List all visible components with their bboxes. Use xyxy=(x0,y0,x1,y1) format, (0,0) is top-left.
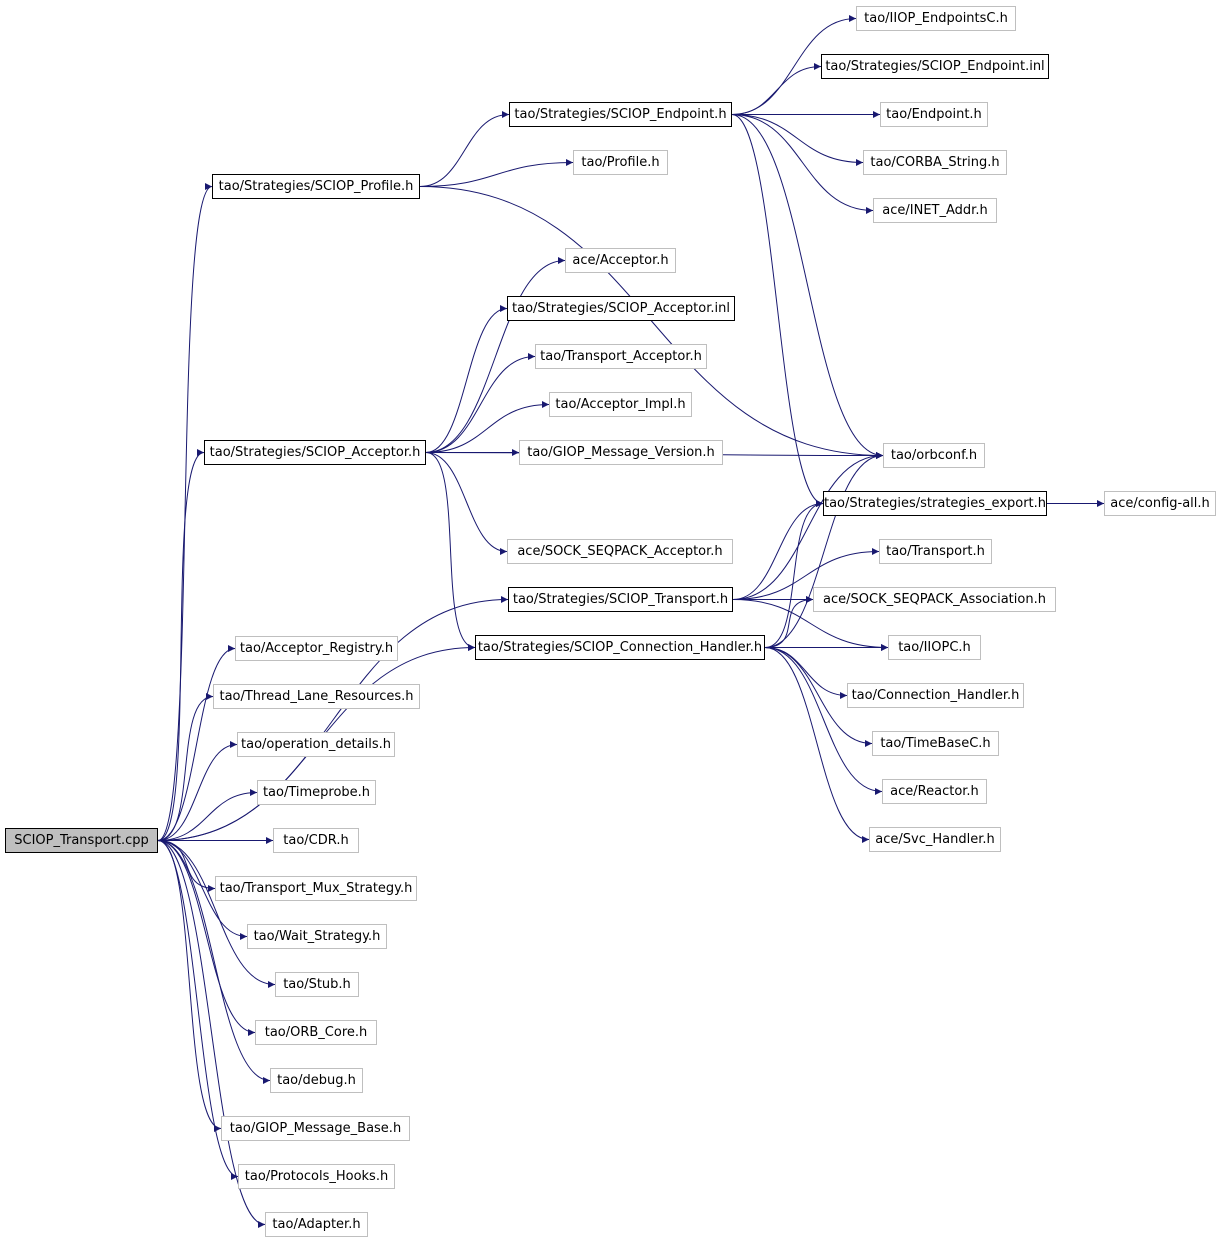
edge-endpoint_h-to-endpoint_inl xyxy=(731,63,822,115)
edge-transport_h-to-iiopc xyxy=(732,599,889,651)
edge-acceptor_h-to-transport_acceptor xyxy=(425,353,536,453)
node-profile-h[interactable]: tao/Profile.h xyxy=(573,150,668,175)
edge-root-to-acc_registry xyxy=(157,645,236,841)
edge-root-to-mux xyxy=(157,840,216,892)
node-stub-h[interactable]: tao/Stub.h xyxy=(275,972,359,997)
edge-root-to-profile_h xyxy=(157,183,213,841)
node-sciop-endpoint-h[interactable]: tao/Strategies/SCIOP_Endpoint.h xyxy=(509,102,732,127)
node-inet-addr-h[interactable]: ace/INET_Addr.h xyxy=(873,198,997,223)
node-sciop-acceptor-h[interactable]: tao/Strategies/SCIOP_Acceptor.h xyxy=(204,440,426,465)
node-sciop-endpoint-inl[interactable]: tao/Strategies/SCIOP_Endpoint.inl xyxy=(821,54,1049,79)
node-debug-h[interactable]: tao/debug.h xyxy=(270,1068,363,1093)
edge-transport_h-to-orbconf xyxy=(732,452,884,600)
node-acceptor-registry-h[interactable]: tao/Acceptor_Registry.h xyxy=(235,636,398,661)
edge-transport_h-to-strategies_export xyxy=(732,500,824,600)
node-ace-acceptor-h[interactable]: ace/Acceptor.h xyxy=(565,248,676,273)
edge-connhandler_h-to-orbconf xyxy=(764,452,884,648)
node-thread-lane-resources-h[interactable]: tao/Thread_Lane_Resources.h xyxy=(213,684,420,709)
edge-root-to-adapter xyxy=(157,840,266,1228)
edge-connhandler_h-to-svc_handler xyxy=(764,647,870,843)
node-endpoint-h[interactable]: tao/Endpoint.h xyxy=(880,102,988,127)
edge-acceptor_h-to-seqpack_acceptor xyxy=(425,452,508,555)
node-operation-details-h[interactable]: tao/operation_details.h xyxy=(237,732,395,757)
node-acceptor-impl-h[interactable]: tao/Acceptor_Impl.h xyxy=(549,392,692,417)
node-protocols-hooks-h[interactable]: tao/Protocols_Hooks.h xyxy=(238,1164,395,1189)
node-sciop-connection-handler-h[interactable]: tao/Strategies/SCIOP_Connection_Handler.… xyxy=(475,635,765,660)
edge-endpoint_h-to-corba_string xyxy=(731,114,864,166)
edge-root-to-acceptor_h xyxy=(157,449,205,841)
node-sock-seqpack-acceptor-h[interactable]: ace/SOCK_SEQPACK_Acceptor.h xyxy=(507,539,733,564)
node-sciop-transport-cpp[interactable]: SCIOP_Transport.cpp xyxy=(5,828,158,853)
edge-root-to-orbcore xyxy=(157,840,256,1036)
edge-root-to-proto_hooks xyxy=(157,840,239,1180)
edge-root-to-giop_base xyxy=(157,840,222,1132)
edge-root-to-timeprobe xyxy=(157,789,258,841)
node-sciop-profile-h[interactable]: tao/Strategies/SCIOP_Profile.h xyxy=(212,174,420,199)
edge-root-to-wait xyxy=(157,840,248,940)
edge-transport_h-to-tao_transport xyxy=(732,548,880,600)
edge-endpoint_h-to-inet_addr xyxy=(731,114,874,214)
node-sciop-transport-h[interactable]: tao/Strategies/SCIOP_Transport.h xyxy=(508,587,733,612)
edge-root-to-stub xyxy=(157,840,276,988)
edge-root-to-op_details xyxy=(157,741,238,841)
edge-connhandler_h-to-reactor xyxy=(764,647,883,795)
node-orbconf-h[interactable]: tao/orbconf.h xyxy=(883,443,985,468)
node-cdr-h[interactable]: tao/CDR.h xyxy=(273,828,359,853)
node-timebasec-h[interactable]: tao/TimeBaseC.h xyxy=(872,731,999,756)
edge-root-to-thread_lane xyxy=(157,693,214,841)
node-wait-strategy-h[interactable]: tao/Wait_Strategy.h xyxy=(247,924,387,949)
node-strategies-export-h[interactable]: tao/Strategies/strategies_export.h xyxy=(823,491,1047,516)
node-transport-mux-strategy-h[interactable]: tao/Transport_Mux_Strategy.h xyxy=(215,876,417,901)
node-transport-acceptor-h[interactable]: tao/Transport_Acceptor.h xyxy=(535,344,707,369)
node-iiopc-h[interactable]: tao/IIOPC.h xyxy=(888,635,981,660)
node-iiop-endpointsc-h[interactable]: tao/IIOP_EndpointsC.h xyxy=(856,6,1016,31)
node-svc-handler-h[interactable]: ace/Svc_Handler.h xyxy=(869,827,1001,852)
node-connection-handler-h[interactable]: tao/Connection_Handler.h xyxy=(847,683,1024,708)
node-transport-h[interactable]: tao/Transport.h xyxy=(879,539,992,564)
edge-acceptor_h-to-connhandler_h xyxy=(425,452,476,651)
edge-connhandler_h-to-strategies_export xyxy=(764,500,824,648)
edge-acceptor_h-to-acceptor_inl xyxy=(425,305,508,453)
node-giop-message-base-h[interactable]: tao/GIOP_Message_Base.h xyxy=(221,1116,410,1141)
edge-connhandler_h-to-conn_handler xyxy=(764,647,848,699)
edge-profile_h-to-tao_profile xyxy=(419,159,574,187)
edge-endpoint_h-to-orbconf xyxy=(731,114,884,459)
edge-profile_h-to-orbconf xyxy=(419,186,884,459)
node-sciop-acceptor-inl[interactable]: tao/Strategies/SCIOP_Acceptor.inl xyxy=(507,296,735,321)
node-config-all-h[interactable]: ace/config-all.h xyxy=(1104,491,1216,516)
edge-root-to-debug xyxy=(157,840,271,1084)
edge-connhandler_h-to-timebase xyxy=(764,647,873,747)
edge-acceptor_h-to-acceptor_impl xyxy=(425,401,550,453)
edge-profile_h-to-endpoint_h xyxy=(419,111,510,187)
edge-acceptor_h-to-ace_acceptor xyxy=(425,257,566,453)
node-giop-message-version-h[interactable]: tao/GIOP_Message_Version.h xyxy=(519,440,723,465)
node-orb-core-h[interactable]: tao/ORB_Core.h xyxy=(255,1020,377,1045)
node-adapter-h[interactable]: tao/Adapter.h xyxy=(265,1212,368,1237)
node-timeprobe-h[interactable]: tao/Timeprobe.h xyxy=(257,780,376,805)
node-sock-seqpack-association-h[interactable]: ace/SOCK_SEQPACK_Association.h xyxy=(813,587,1056,612)
node-reactor-h[interactable]: ace/Reactor.h xyxy=(882,779,987,804)
node-corba-string-h[interactable]: tao/CORBA_String.h xyxy=(863,150,1007,175)
edge-endpoint_h-to-strategies_export xyxy=(731,114,824,507)
